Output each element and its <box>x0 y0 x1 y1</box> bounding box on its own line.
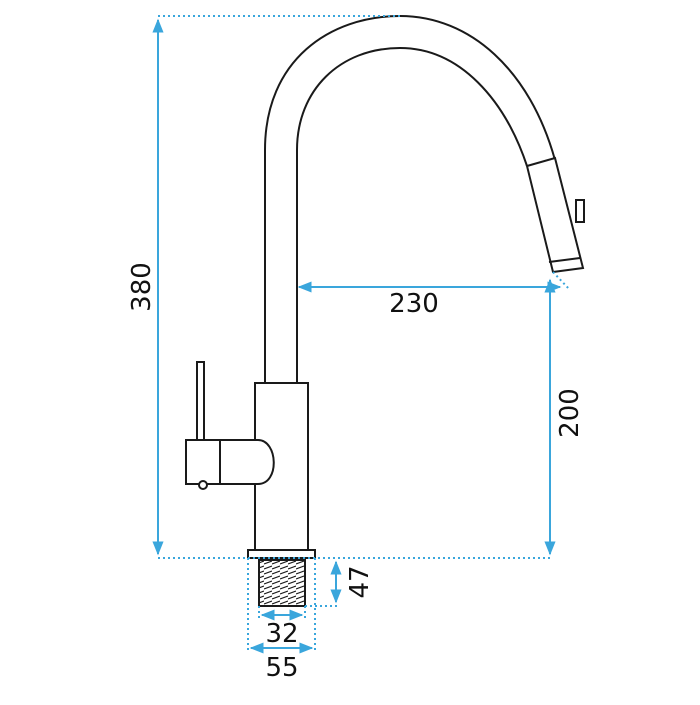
base-flange <box>247 549 316 559</box>
dimension-labels: 380 230 200 47 32 55 <box>127 262 585 683</box>
label-spout-reach: 230 <box>389 289 439 319</box>
spout-inner <box>296 46 528 383</box>
label-base-diameter: 55 <box>265 653 298 683</box>
spray-head <box>525 156 585 274</box>
faucet-body <box>185 14 585 607</box>
dimension-lines <box>152 15 571 654</box>
spray-button <box>575 199 585 223</box>
label-spout-clearance: 200 <box>555 388 585 438</box>
lever-knuckle <box>185 439 221 485</box>
threaded-shank <box>258 559 306 607</box>
spout-outer <box>264 14 556 383</box>
label-shank-diameter: 32 <box>265 619 298 649</box>
label-total-height: 380 <box>127 262 157 312</box>
handle-housing <box>217 439 275 485</box>
lever-stem <box>196 361 205 443</box>
label-shank-length: 47 <box>345 565 375 598</box>
